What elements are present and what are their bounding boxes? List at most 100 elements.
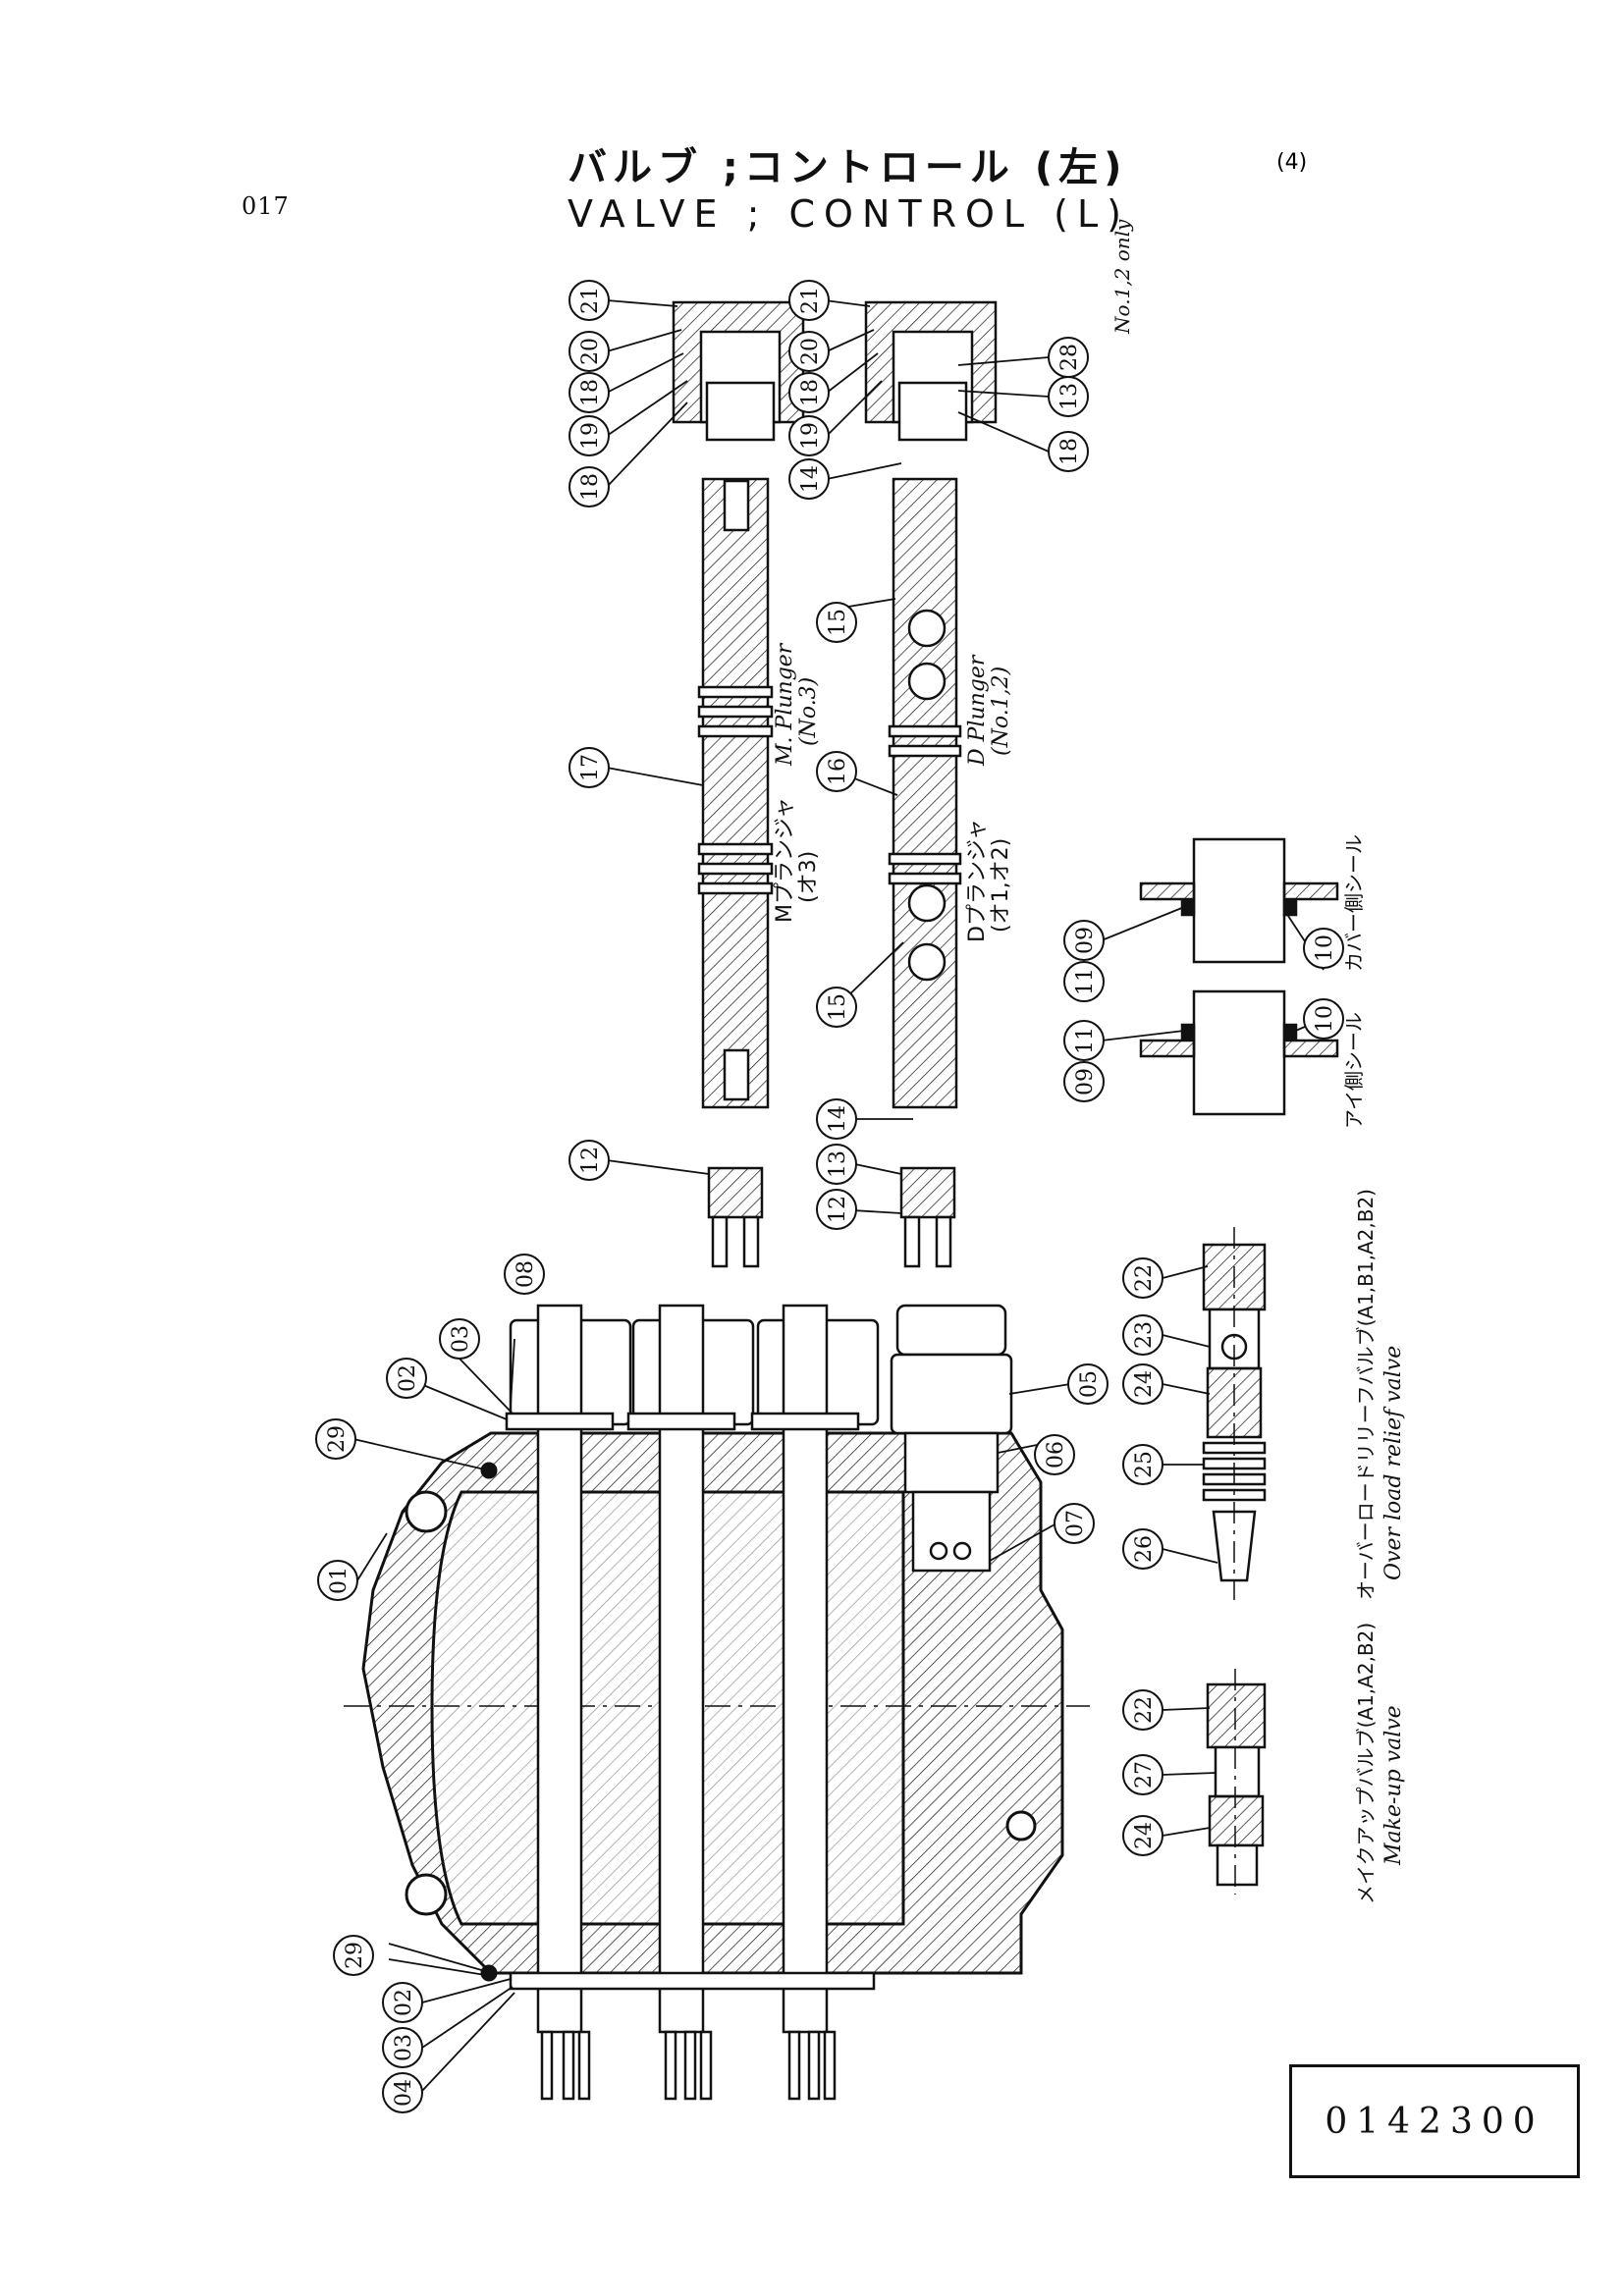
plunger-end-right [899,1166,956,1268]
callout-20b: 20 [788,331,830,372]
callout-27: 27 [1122,1754,1163,1795]
callout-16: 16 [816,751,857,792]
makeup-label-jp: メイクアップバルブ(A1,A2,B2) [1354,1623,1378,1904]
callout-02b: 02 [382,1982,423,2023]
svg-text:03: 03 [392,2034,416,2061]
svg-text:13: 13 [1057,383,1082,410]
callout-06: 06 [1034,1434,1075,1475]
svg-text:02: 02 [396,1364,420,1392]
callout-10b: 10 [1303,998,1344,1040]
callout-13b: 13 [816,1144,857,1185]
m-plunger-number-en: (No.3) [796,677,821,746]
callout-10a: 10 [1303,928,1344,969]
callout-29a: 29 [315,1418,356,1460]
overload-relief-valve [1202,1227,1267,1600]
d-plunger [888,477,962,1109]
callout-25: 25 [1122,1444,1163,1485]
corner-mark: (4) [1276,150,1307,175]
svg-text:12: 12 [578,1147,603,1174]
callout-18b: 18 [568,466,610,507]
m-plunger-label-jp: Mプランジャ [773,797,797,923]
svg-text:28: 28 [1057,344,1082,371]
callout-01: 01 [317,1560,358,1601]
callout-11b: 11 [1063,1020,1105,1061]
svg-text:27: 27 [1132,1761,1157,1789]
svg-text:11: 11 [1073,968,1098,995]
callout-20a: 20 [568,331,610,372]
svg-text:03: 03 [449,1325,473,1353]
overload-relief-label-en: Over load relief valve [1381,1346,1406,1580]
callout-15b: 15 [816,987,857,1028]
callout-11a: 11 [1063,961,1105,1002]
svg-text:09: 09 [1073,1068,1098,1095]
svg-text:24: 24 [1132,1370,1157,1398]
callout-08: 08 [504,1254,545,1295]
svg-text:11: 11 [1073,1027,1098,1054]
overload-relief-label-jp: オーバーロードリリーフバルブ(A1,B1,A2,B2) [1354,1189,1378,1600]
cap-assembly-left [672,300,805,442]
callout-22b: 22 [1122,1689,1163,1731]
callout-05: 05 [1067,1363,1109,1405]
callout-14b: 14 [816,1098,857,1140]
svg-text:25: 25 [1132,1451,1157,1478]
cap-assembly-right [864,300,998,442]
callout-09b: 09 [1063,1061,1105,1102]
d-plunger-label-jp: Dプランジャ [965,819,990,942]
svg-text:10: 10 [1313,934,1337,962]
d-plunger-number-en: (No.1,2) [989,667,1013,756]
svg-text:21: 21 [578,287,603,314]
svg-text:08: 08 [514,1260,538,1288]
callout-21a: 21 [568,280,610,321]
cover-side-seal-detail [1139,837,1339,964]
cover-side-seal-label: カバー側シール [1342,834,1366,972]
part-code-box: 0142300 [1289,2064,1580,2178]
callout-17: 17 [568,747,610,788]
callout-03b: 03 [382,2027,423,2068]
plunger-end-left [707,1166,764,1268]
svg-text:18: 18 [578,473,603,501]
callout-19a: 19 [568,415,610,456]
callout-18d: 18 [1048,431,1089,472]
callout-07: 07 [1054,1503,1095,1544]
svg-text:15: 15 [826,609,850,636]
callout-03a: 03 [439,1318,480,1360]
callout-04: 04 [382,2072,423,2113]
svg-text:17: 17 [578,754,603,781]
callout-19b: 19 [788,415,830,456]
callout-29b: 29 [333,1935,374,1976]
callout-13a: 13 [1048,376,1089,417]
svg-text:21: 21 [798,287,823,314]
page-number: 017 [242,192,290,220]
svg-text:19: 19 [798,422,823,450]
annotations: No.1,2 only M. Plunger (No.3) Mプランジャ (オ3… [773,219,1406,1904]
svg-text:26: 26 [1132,1535,1157,1563]
callout-22a: 22 [1122,1257,1163,1299]
svg-text:06: 06 [1044,1441,1068,1468]
svg-text:18: 18 [1057,438,1082,465]
svg-text:24: 24 [1132,1822,1157,1849]
callout-18c: 18 [788,372,830,413]
svg-text:19: 19 [578,422,603,450]
note-no1-2-only: No.1,2 only [1110,219,1134,335]
svg-text:22: 22 [1132,1696,1157,1724]
callout-21b: 21 [788,280,830,321]
callout-12b: 12 [816,1189,857,1230]
title-english: VALVE ; CONTROL (L) [568,192,1130,236]
callout-23: 23 [1122,1314,1163,1356]
callout-balloons: 21 20 18 19 18 21 20 18 19 14 28 13 18 1… [315,280,1344,2113]
callout-15a: 15 [816,602,857,643]
svg-text:07: 07 [1063,1510,1088,1537]
makeup-label-en: Make-up valve [1381,1705,1406,1866]
body-spools [505,1304,880,2034]
svg-text:05: 05 [1077,1370,1102,1398]
callout-12a: 12 [568,1140,610,1181]
callout-14a: 14 [788,458,830,500]
svg-text:04: 04 [392,2079,416,2107]
svg-text:15: 15 [826,993,850,1021]
svg-text:29: 29 [343,1942,367,1969]
callout-24a: 24 [1122,1363,1163,1405]
spool-fingers [540,2030,837,2101]
svg-text:16: 16 [826,758,850,785]
svg-text:10: 10 [1313,1005,1337,1033]
